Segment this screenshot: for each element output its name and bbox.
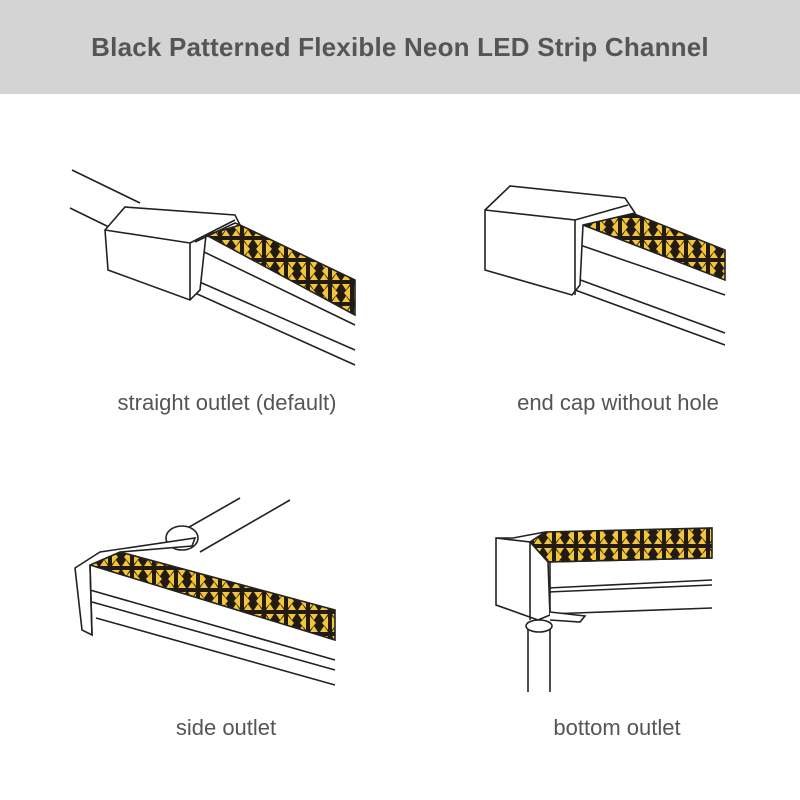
caption-side-outlet: side outlet — [175, 715, 277, 740]
caption-bottom-outlet: bottom outlet — [553, 715, 681, 740]
end-cap — [484, 185, 637, 296]
strip-body — [87, 551, 336, 686]
straight-outlet-panel: straight outlet (default) — [0, 150, 400, 415]
header-bar: Black Patterned Flexible Neon LED Strip … — [0, 0, 800, 94]
bottom-outlet-panel: bottom outlet — [400, 480, 800, 740]
strip-body — [194, 224, 356, 366]
caption-straight-outlet: straight outlet (default) — [117, 390, 337, 415]
side-outlet-panel: side outlet — [0, 480, 400, 740]
strip-body — [574, 212, 726, 346]
caption-end-cap: end cap without hole — [517, 390, 719, 415]
page-title: Black Patterned Flexible Neon LED Strip … — [91, 31, 709, 62]
end-cap — [495, 531, 587, 623]
end-cap — [104, 206, 242, 301]
cable — [525, 619, 553, 692]
end-cap — [74, 537, 197, 637]
strip-body — [528, 527, 713, 615]
end-cap-illustration — [484, 185, 726, 346]
bottom-outlet-illustration — [495, 527, 713, 692]
straight-outlet-illustration — [69, 169, 356, 366]
end-cap-panel: end cap without hole — [400, 150, 800, 415]
side-outlet-illustration — [74, 497, 336, 686]
